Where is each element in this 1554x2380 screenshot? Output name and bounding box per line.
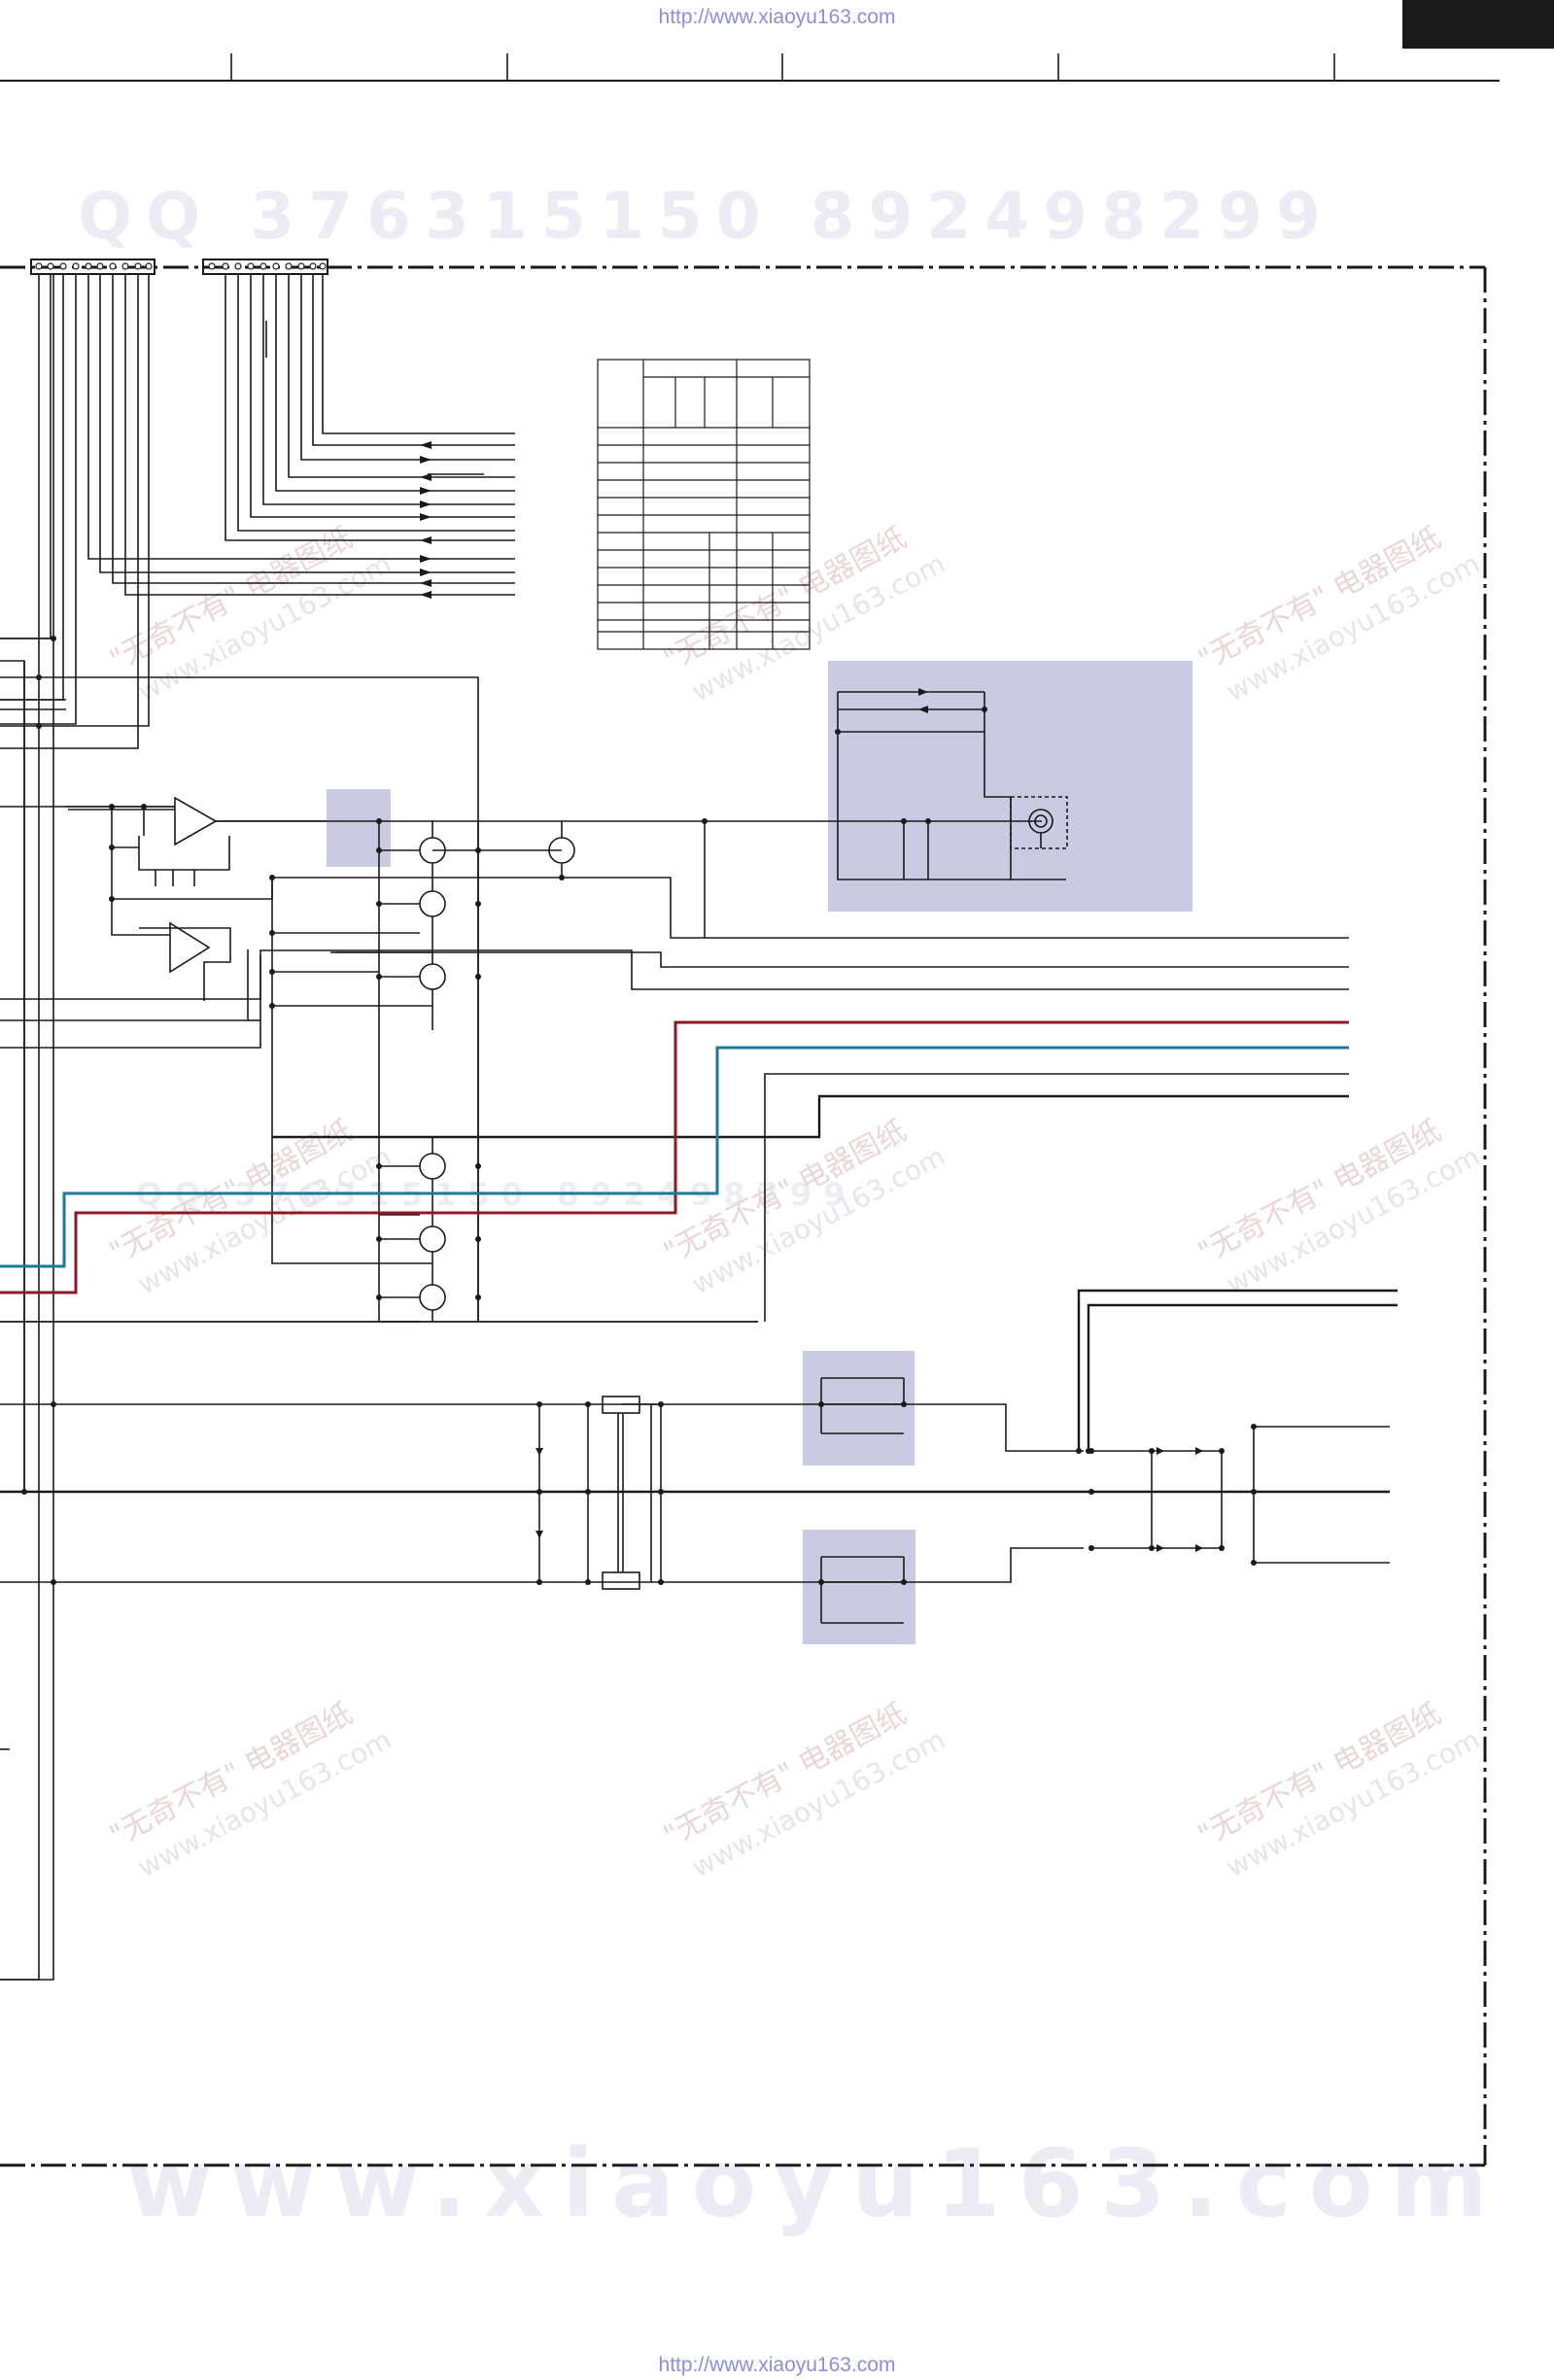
junction-dots bbox=[21, 636, 1257, 1585]
header-source-url: http://www.xiaoyu163.com bbox=[658, 6, 896, 28]
highlight-fuse-top bbox=[803, 1351, 915, 1466]
jack-outline bbox=[1010, 796, 1068, 849]
red-trace bbox=[0, 1020, 1349, 1294]
power-section bbox=[535, 1289, 1398, 1624]
transistor-column bbox=[419, 837, 575, 1311]
wiring bbox=[0, 53, 1500, 2167]
relay-bottom bbox=[602, 1571, 640, 1590]
connector-pins bbox=[35, 262, 327, 270]
watermark-layer: QQ 376315150 892498299 www.xiaoyu163.com… bbox=[78, 179, 1505, 2238]
op-amp-2 bbox=[169, 921, 211, 974]
logic-table bbox=[597, 359, 811, 650]
watermark-cn-6: "无奇不有" 电器图纸 www.xiaoyu163.com bbox=[1192, 1114, 1485, 1301]
watermark-site: www.xiaoyu163.com bbox=[126, 2129, 1505, 2238]
watermark-qq: QQ 376315150 892498299 bbox=[78, 179, 1334, 254]
watermark-cn-9: "无奇不有" 电器图纸 www.xiaoyu163.com bbox=[1192, 1697, 1485, 1884]
watermark-cn-7: "无奇不有" 电器图纸 www.xiaoyu163.com bbox=[104, 1697, 397, 1884]
highlight-input-cap bbox=[327, 789, 391, 867]
watermark-cn-3: "无奇不有" 电器图纸 www.xiaoyu163.com bbox=[1192, 521, 1485, 708]
signal-arrows bbox=[420, 441, 432, 599]
footer-source-url: http://www.xiaoyu163.com bbox=[658, 2354, 896, 2376]
connector-b bbox=[202, 259, 328, 275]
bridge-diodes bbox=[1157, 1447, 1203, 1552]
relay-top bbox=[602, 1396, 640, 1414]
corner-block bbox=[1402, 0, 1554, 49]
op-amp-1 bbox=[174, 796, 218, 846]
highlight-fuse-bottom bbox=[803, 1530, 915, 1644]
highlight-regions bbox=[327, 661, 1192, 1644]
connector-a bbox=[30, 259, 155, 275]
watermark-cn-8: "无奇不有" 电器图纸 www.xiaoyu163.com bbox=[658, 1697, 950, 1884]
blue-trace bbox=[0, 1046, 1349, 1268]
